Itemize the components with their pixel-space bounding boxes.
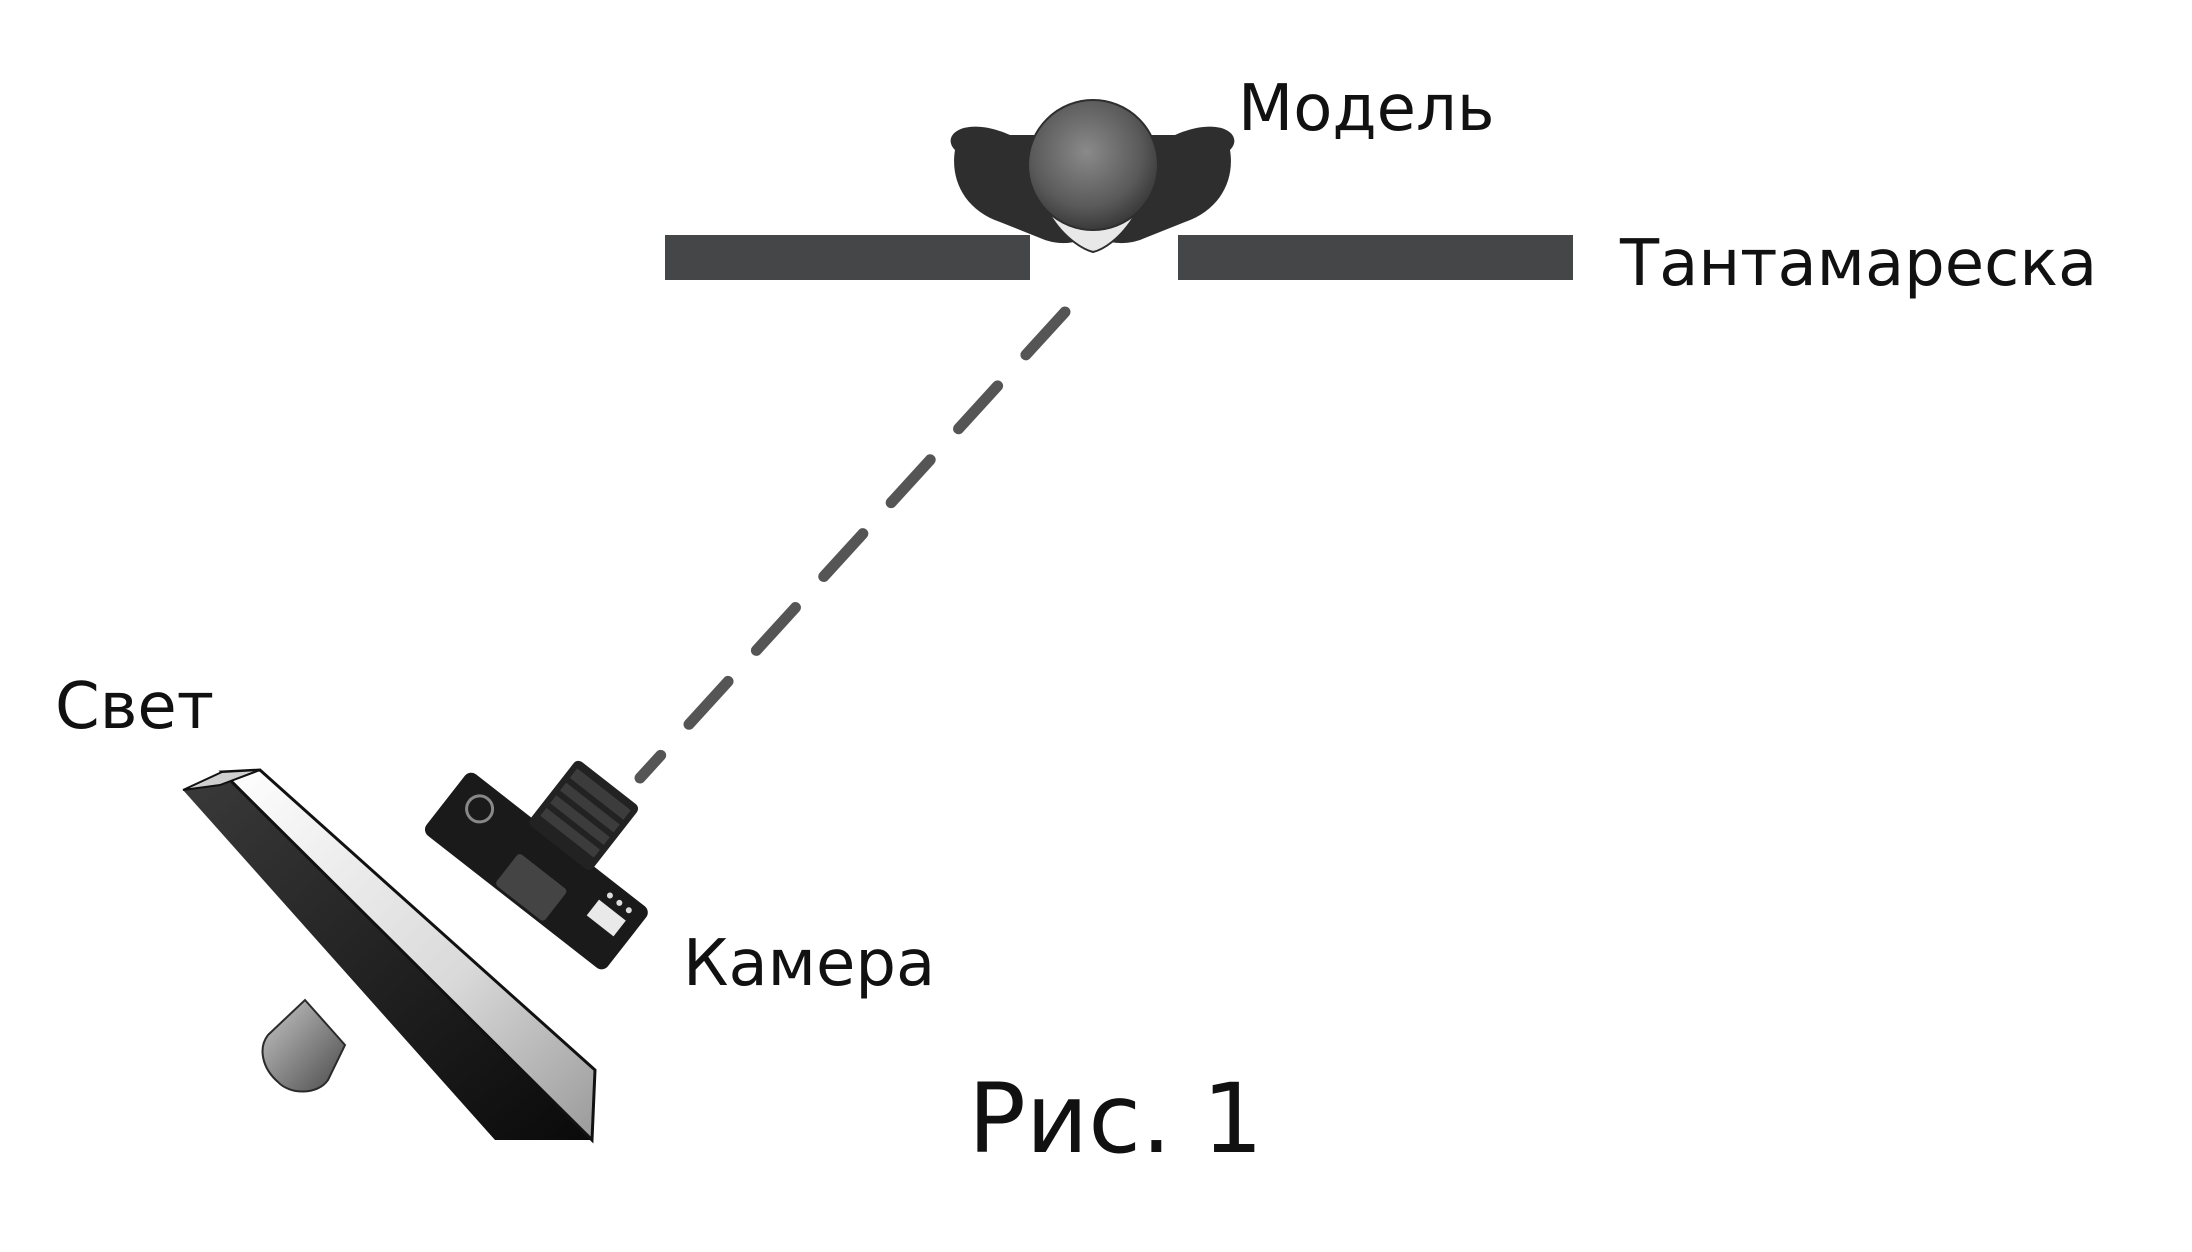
- camera-viewfinder: [496, 854, 567, 921]
- light-panel-top: [182, 769, 261, 791]
- model-figure-icon: [950, 99, 1235, 254]
- screen-bar-left: [665, 235, 1030, 280]
- light-label: Свет: [55, 670, 214, 744]
- camera-lcd: [586, 899, 626, 937]
- screen-bar-right: [1178, 235, 1573, 280]
- camera-label: Камера: [683, 927, 935, 1001]
- light-panel-side: [183, 772, 592, 1140]
- model-head: [1027, 99, 1159, 231]
- camera-sightline: [634, 306, 1071, 784]
- light-pole: [261, 998, 347, 1093]
- light-softbox-icon: [182, 768, 597, 1144]
- camera-lens: [529, 760, 639, 870]
- camera-icon: [424, 760, 648, 970]
- model-label: Модель: [1238, 72, 1495, 146]
- camera-dial: [465, 794, 495, 824]
- figure-caption: Рис. 1: [968, 1063, 1263, 1175]
- screen-label: Тантамареска: [1619, 227, 2097, 301]
